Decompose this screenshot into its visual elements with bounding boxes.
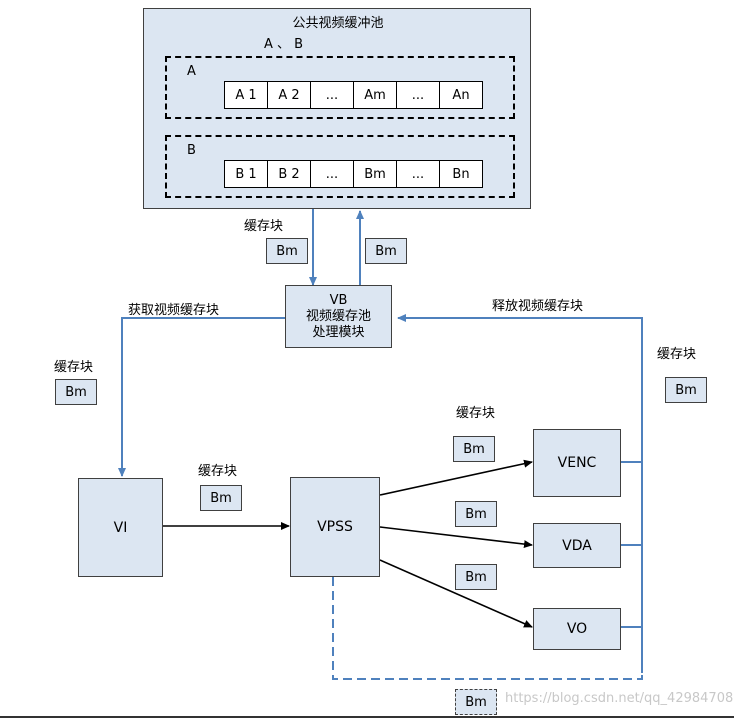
block-bm: Bm: [353, 160, 397, 188]
block-b2: B 2: [267, 160, 311, 188]
block-bn: Bn: [439, 160, 483, 188]
vi-module: VI: [78, 478, 163, 577]
block-ellipsis: ...: [396, 160, 440, 188]
vo-module: VO: [533, 608, 621, 650]
block-am: Am: [353, 81, 397, 109]
block-an: An: [439, 81, 483, 109]
bottom-divider: [0, 716, 734, 718]
release-buffer-label: 释放视频缓存块: [492, 299, 584, 314]
watermark: https://blog.csdn.net/qq_42984708: [505, 691, 734, 706]
release-buffer-line: [397, 314, 643, 673]
block-ellipsis: ...: [310, 160, 354, 188]
vpss-to-venc-arrow: [379, 459, 533, 496]
block-a1: A 1: [224, 81, 268, 109]
vpss-dashed-return: [332, 577, 643, 680]
group-a-label: A: [187, 64, 196, 79]
vb-module-line1: VB: [329, 292, 348, 308]
pool-group-b: B B 1 B 2 ... Bm ... Bn: [165, 135, 515, 198]
bm-block-tag: Bm: [455, 501, 497, 527]
vpss-to-vda-arrow: [379, 526, 533, 549]
bm-block-tag: Bm: [665, 377, 707, 403]
get-buffer-label: 获取视频缓存块: [128, 303, 220, 318]
block-a2: A 2: [267, 81, 311, 109]
vda-module: VDA: [533, 523, 621, 568]
cache-block-label: 缓存块: [657, 347, 697, 362]
get-buffer-arrow: [118, 317, 285, 477]
bm-block-tag: Bm: [455, 564, 497, 590]
bm-block-tag: Bm: [55, 379, 97, 405]
vb-module: VB 视频缓存池 处理模块: [285, 285, 392, 348]
block-ellipsis: ...: [396, 81, 440, 109]
block-b1: B 1: [224, 160, 268, 188]
bm-block-tag: Bm: [453, 436, 495, 462]
pool-group-a: A A 1 A 2 ... Am ... An: [165, 56, 515, 119]
pool-subtitle: A 、 B: [264, 37, 304, 52]
vpss-module: VPSS: [290, 477, 380, 577]
bm-block-tag: Bm: [365, 238, 407, 264]
vpss-to-vo-arrow: [379, 559, 533, 628]
block-ellipsis: ...: [310, 81, 354, 109]
cache-block-label: 缓存块: [54, 360, 94, 375]
bm-block-tag: Bm: [455, 689, 497, 715]
vb-module-line2: 视频缓存池: [305, 308, 371, 324]
vb-module-line3: 处理模块: [312, 324, 365, 340]
bm-block-tag: Bm: [200, 485, 242, 511]
cache-block-label: 缓存块: [244, 219, 284, 234]
public-buffer-pool: 公共视频缓冲池 A 、 B A A 1 A 2 ... Am ... An B …: [143, 8, 531, 209]
bm-block-tag: Bm: [266, 238, 308, 264]
cache-block-label: 缓存块: [198, 464, 238, 479]
venc-module: VENC: [533, 429, 621, 497]
cache-block-label: 缓存块: [456, 406, 496, 421]
pool-title: 公共视频缓冲池: [292, 16, 384, 31]
group-b-label: B: [187, 143, 196, 158]
